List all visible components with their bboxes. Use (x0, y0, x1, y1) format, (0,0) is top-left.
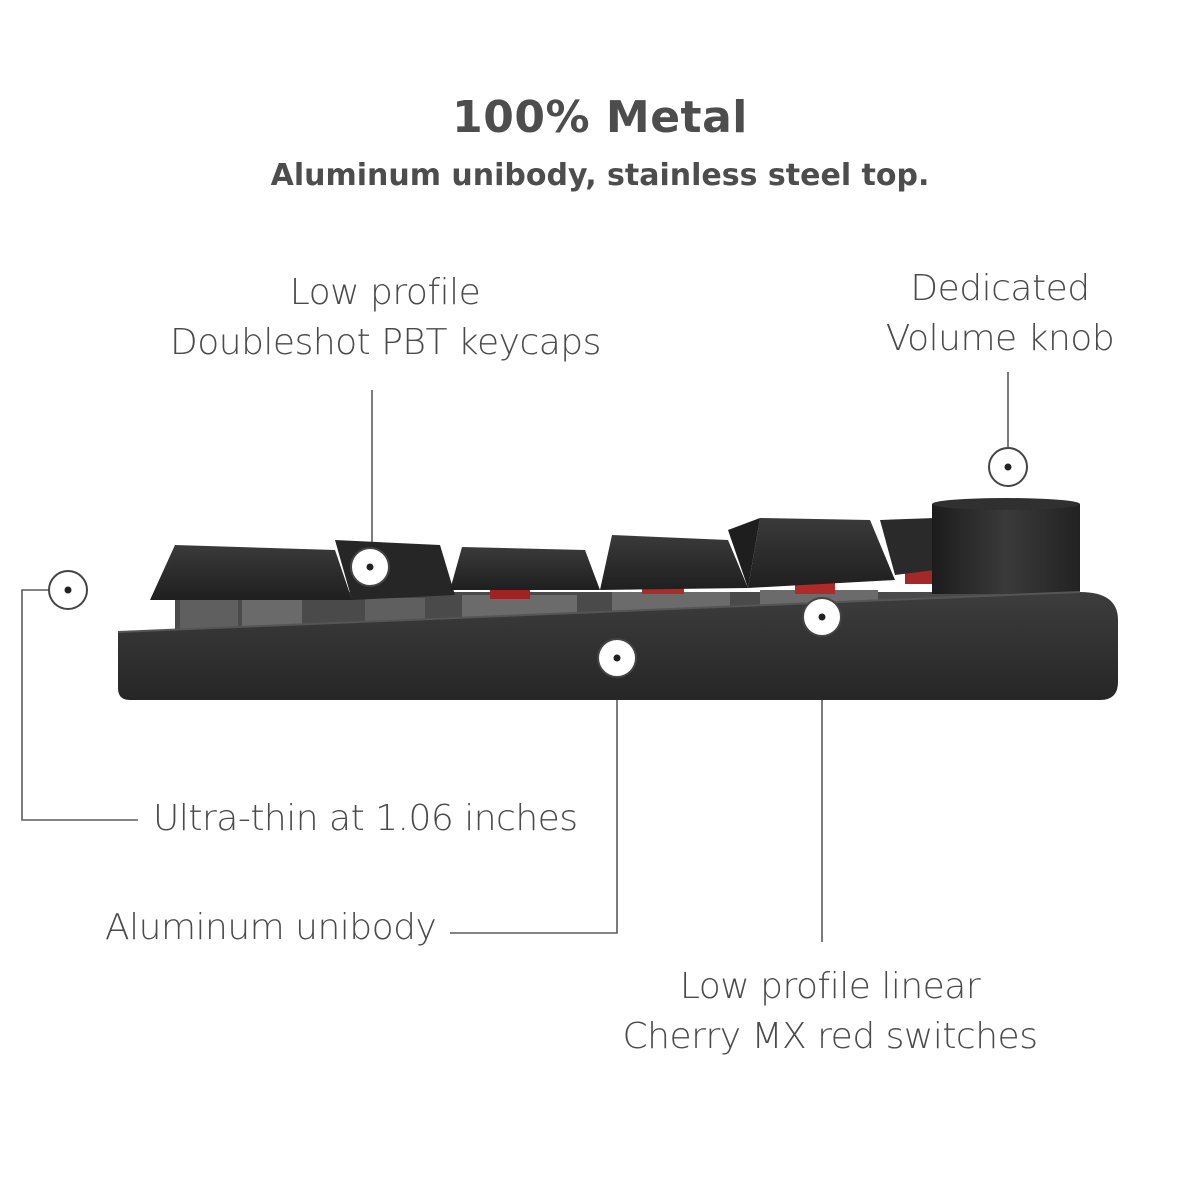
callout-knob: Dedicated Volume knob (880, 264, 1120, 364)
volume-knob (932, 498, 1080, 594)
callout-keycaps: Low profile Doubleshot PBT keycaps (170, 268, 601, 368)
callout-aluminum-unibody: Aluminum unibody (105, 907, 437, 948)
callout-switches: Low profile linear Cherry MX red switche… (620, 962, 1040, 1062)
subheadline: Aluminum unibody, stainless steel top. (270, 158, 930, 193)
callout-dots (48, 447, 1028, 678)
dot-unibody (597, 638, 637, 678)
callout-switches-line2: Cherry MX red switches (622, 1016, 1038, 1057)
callout-keycaps-line2: Doubleshot PBT keycaps (170, 322, 601, 363)
dot-switches (802, 597, 842, 637)
callout-knob-line2: Volume knob (885, 318, 1115, 359)
callout-lines (21, 372, 1009, 942)
dot-thin (48, 570, 88, 610)
callout-keycaps-line1: Low profile (289, 272, 481, 313)
callout-switches-line1: Low profile linear (679, 966, 981, 1007)
dot-knob (988, 447, 1028, 487)
callout-knob-line1: Dedicated (910, 268, 1090, 309)
dot-keycaps (350, 547, 390, 587)
headline: 100% Metal (452, 92, 748, 143)
callout-ultra-thin: Ultra-thin at 1.06 inches (153, 798, 578, 839)
